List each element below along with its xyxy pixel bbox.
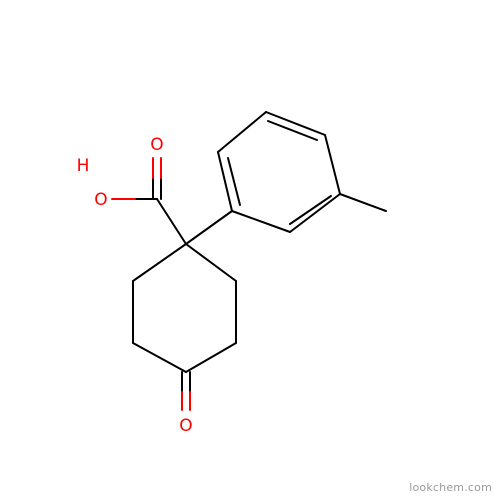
bond-c1-cooh <box>156 198 187 245</box>
bond-ar5-ar6-inner <box>289 195 332 225</box>
bond-c1-c2 <box>185 243 237 282</box>
carboxylic-acid-group: O O H <box>77 135 187 245</box>
carbonyl-oxygen-label: O <box>150 135 163 155</box>
bond-ar5-ar6 <box>289 193 341 233</box>
bond-c4-c5 <box>132 342 187 373</box>
hydroxyl-oxygen-label: O <box>94 190 107 210</box>
bond-ar3-ar4-inner <box>267 120 318 141</box>
benzene-ring <box>185 111 341 245</box>
bond-c6-c1 <box>132 243 187 282</box>
watermark: lookchem.com <box>409 481 492 494</box>
bond-ar6-ar1 <box>231 210 291 233</box>
bond-ar1-ar2 <box>217 151 233 212</box>
hydroxyl-hydrogen-label: H <box>77 156 90 176</box>
bond-c1-aryl <box>185 210 233 245</box>
bond-ar1-ar2-inner <box>227 157 241 206</box>
ketone-oxygen-label: O <box>179 416 192 436</box>
bond-c3-c4 <box>185 342 237 373</box>
ketone-group: O <box>179 371 193 436</box>
cyclohexane-ring <box>132 243 237 373</box>
bond-methyl <box>339 193 387 212</box>
bond-ar2-ar3 <box>217 111 267 153</box>
bond-ar3-ar4 <box>265 111 326 136</box>
bond-ar4-ar5 <box>324 134 341 195</box>
